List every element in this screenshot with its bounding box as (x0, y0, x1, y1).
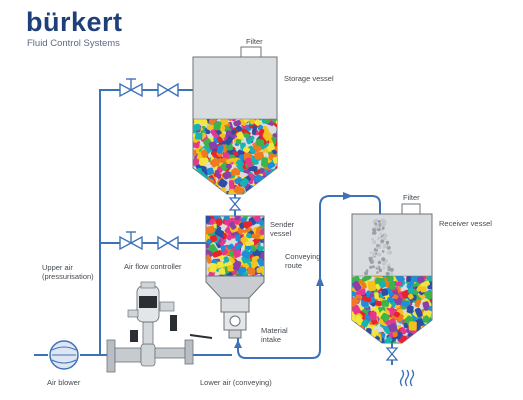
air-blower-icon[interactable] (34, 340, 100, 370)
air-flow-controller-label: Air flow controller (124, 262, 182, 271)
arrow-intake (234, 340, 242, 348)
receiver-outlet-valve[interactable] (385, 347, 399, 361)
air-flow-controller-device[interactable] (106, 281, 213, 373)
sender-vessel (205, 215, 265, 339)
air-blower-label: Air blower (47, 378, 81, 387)
storage-vessel (192, 46, 278, 195)
receiver-filter-box (401, 203, 421, 215)
receiver-vessel-label: Receiver vessel (439, 219, 492, 228)
conveying-route-label: Conveying route (285, 252, 321, 270)
receiver-pellets (352, 276, 432, 343)
sender-pellets (206, 216, 264, 276)
arrow-conveying-top (343, 192, 353, 200)
filter-receiver-label: Filter (403, 193, 420, 202)
falling-pellets (364, 218, 394, 276)
valve-pair-sender[interactable] (119, 231, 179, 251)
brand-tagline: Fluid Control Systems (27, 38, 120, 49)
filter-storage-label: Filter (246, 37, 263, 46)
material-intake-label: Material intake (261, 326, 288, 344)
flow-arrows (234, 192, 353, 348)
sender-vessel-label: Sender vessel (270, 220, 295, 238)
brand-logo: bürkert (26, 7, 123, 37)
arrow-conveying-side (316, 276, 324, 286)
lower-air-label: Lower air (conveying) (200, 378, 272, 387)
storage-outlet-valve[interactable] (228, 197, 242, 211)
discharge-icon (399, 369, 415, 387)
upper-air-label: Upper air (pressurisation) (42, 263, 94, 281)
storage-vessel-label: Storage vessel (284, 74, 334, 83)
valve-pair-upper[interactable] (119, 78, 179, 98)
storage-filter-box (240, 46, 262, 58)
receiver-vessel (351, 203, 433, 344)
